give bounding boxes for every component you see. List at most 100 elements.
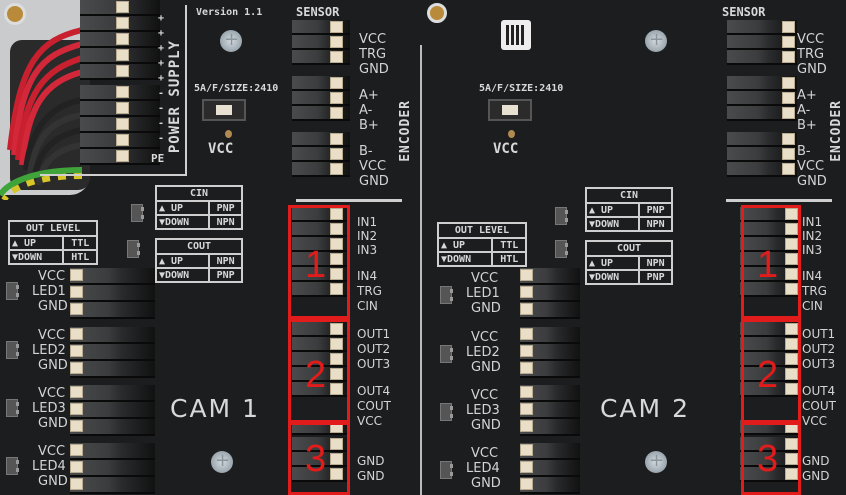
pin-label: GND bbox=[802, 469, 830, 483]
terminal[interactable] bbox=[292, 106, 350, 121]
terminal[interactable] bbox=[727, 35, 797, 50]
terminal[interactable] bbox=[727, 91, 797, 106]
terminal[interactable] bbox=[740, 352, 800, 367]
terminal[interactable] bbox=[70, 385, 155, 402]
dip-switch[interactable] bbox=[555, 240, 568, 258]
terminal[interactable] bbox=[292, 222, 350, 237]
terminal[interactable] bbox=[520, 402, 580, 419]
terminal[interactable] bbox=[292, 207, 350, 222]
terminal[interactable] bbox=[520, 477, 580, 494]
dip-switch[interactable] bbox=[440, 345, 453, 363]
terminal[interactable] bbox=[292, 76, 350, 91]
dip-switch[interactable] bbox=[6, 399, 19, 417]
terminal[interactable] bbox=[740, 367, 800, 382]
terminal[interactable] bbox=[727, 147, 797, 162]
terminal[interactable] bbox=[70, 419, 155, 436]
dip-switch[interactable] bbox=[555, 207, 568, 225]
terminal[interactable] bbox=[292, 91, 350, 106]
terminal[interactable] bbox=[727, 132, 797, 147]
dip-switch[interactable] bbox=[440, 461, 453, 479]
terminal[interactable] bbox=[292, 367, 350, 382]
terminal[interactable] bbox=[740, 267, 800, 282]
dip-switch[interactable] bbox=[6, 341, 19, 359]
terminal[interactable] bbox=[292, 20, 350, 35]
terminal[interactable] bbox=[520, 443, 580, 460]
terminal[interactable] bbox=[80, 16, 160, 32]
terminal[interactable] bbox=[80, 0, 160, 16]
terminal[interactable] bbox=[727, 106, 797, 121]
terminal[interactable] bbox=[520, 285, 580, 302]
terminal[interactable] bbox=[740, 252, 800, 267]
terminal[interactable] bbox=[520, 361, 580, 378]
terminal[interactable] bbox=[727, 20, 797, 35]
terminal[interactable] bbox=[80, 64, 160, 80]
terminal[interactable] bbox=[292, 322, 350, 337]
terminal[interactable] bbox=[727, 50, 797, 65]
terminal[interactable] bbox=[520, 385, 580, 402]
terminal[interactable] bbox=[80, 149, 160, 165]
terminal[interactable] bbox=[292, 237, 350, 252]
terminal[interactable] bbox=[80, 48, 160, 64]
terminal[interactable] bbox=[292, 252, 350, 267]
terminal-release-tab bbox=[330, 51, 343, 63]
terminal[interactable] bbox=[70, 361, 155, 378]
terminal[interactable] bbox=[70, 460, 155, 477]
terminal[interactable] bbox=[520, 302, 580, 319]
pin-label: OUT2 bbox=[802, 342, 836, 356]
terminal[interactable] bbox=[292, 467, 350, 482]
terminal[interactable] bbox=[70, 344, 155, 361]
terminal[interactable] bbox=[740, 467, 800, 482]
dip-switch[interactable] bbox=[440, 403, 453, 421]
terminal[interactable] bbox=[292, 452, 350, 467]
terminal[interactable] bbox=[70, 285, 155, 302]
cam2-label: CAM 2 bbox=[600, 394, 690, 423]
terminal[interactable] bbox=[727, 76, 797, 91]
terminal[interactable] bbox=[292, 162, 350, 177]
terminal[interactable] bbox=[292, 132, 350, 147]
terminal[interactable] bbox=[70, 477, 155, 494]
terminal[interactable] bbox=[292, 437, 350, 452]
terminal[interactable] bbox=[740, 337, 800, 352]
dip-switch[interactable] bbox=[127, 240, 140, 258]
terminal[interactable] bbox=[80, 101, 160, 117]
terminal[interactable] bbox=[292, 35, 350, 50]
terminal[interactable] bbox=[70, 268, 155, 285]
terminal[interactable] bbox=[292, 267, 350, 282]
terminal[interactable] bbox=[292, 50, 350, 65]
terminal[interactable] bbox=[740, 282, 800, 297]
screw bbox=[220, 29, 242, 52]
dip-switch[interactable] bbox=[440, 286, 453, 304]
terminal[interactable] bbox=[80, 32, 160, 48]
terminal[interactable] bbox=[292, 282, 350, 297]
terminal[interactable] bbox=[740, 452, 800, 467]
annotation-number-2: 2 bbox=[305, 354, 327, 396]
terminal[interactable] bbox=[70, 327, 155, 344]
terminal[interactable] bbox=[80, 85, 160, 101]
dip-switch[interactable] bbox=[131, 204, 144, 222]
terminal[interactable] bbox=[740, 222, 800, 237]
terminal[interactable] bbox=[520, 327, 580, 344]
terminal[interactable] bbox=[727, 162, 797, 177]
terminal[interactable] bbox=[740, 382, 800, 397]
terminal[interactable] bbox=[292, 382, 350, 397]
terminal[interactable] bbox=[740, 237, 800, 252]
terminal[interactable] bbox=[520, 419, 580, 436]
terminal[interactable] bbox=[520, 268, 580, 285]
terminal[interactable] bbox=[740, 322, 800, 337]
terminal[interactable] bbox=[70, 402, 155, 419]
terminal[interactable] bbox=[740, 437, 800, 452]
dip-switch[interactable] bbox=[6, 282, 19, 300]
terminal[interactable] bbox=[80, 117, 160, 133]
terminal[interactable] bbox=[292, 147, 350, 162]
dip-switch[interactable] bbox=[6, 457, 19, 475]
terminal[interactable] bbox=[740, 207, 800, 222]
terminal-release-tab bbox=[116, 102, 129, 114]
terminal[interactable] bbox=[292, 337, 350, 352]
terminal[interactable] bbox=[520, 344, 580, 361]
terminal[interactable] bbox=[70, 302, 155, 319]
terminal[interactable] bbox=[292, 352, 350, 367]
terminal[interactable] bbox=[70, 443, 155, 460]
up-option: ▲ UP bbox=[439, 239, 494, 251]
terminal[interactable] bbox=[80, 133, 160, 149]
terminal[interactable] bbox=[520, 460, 580, 477]
